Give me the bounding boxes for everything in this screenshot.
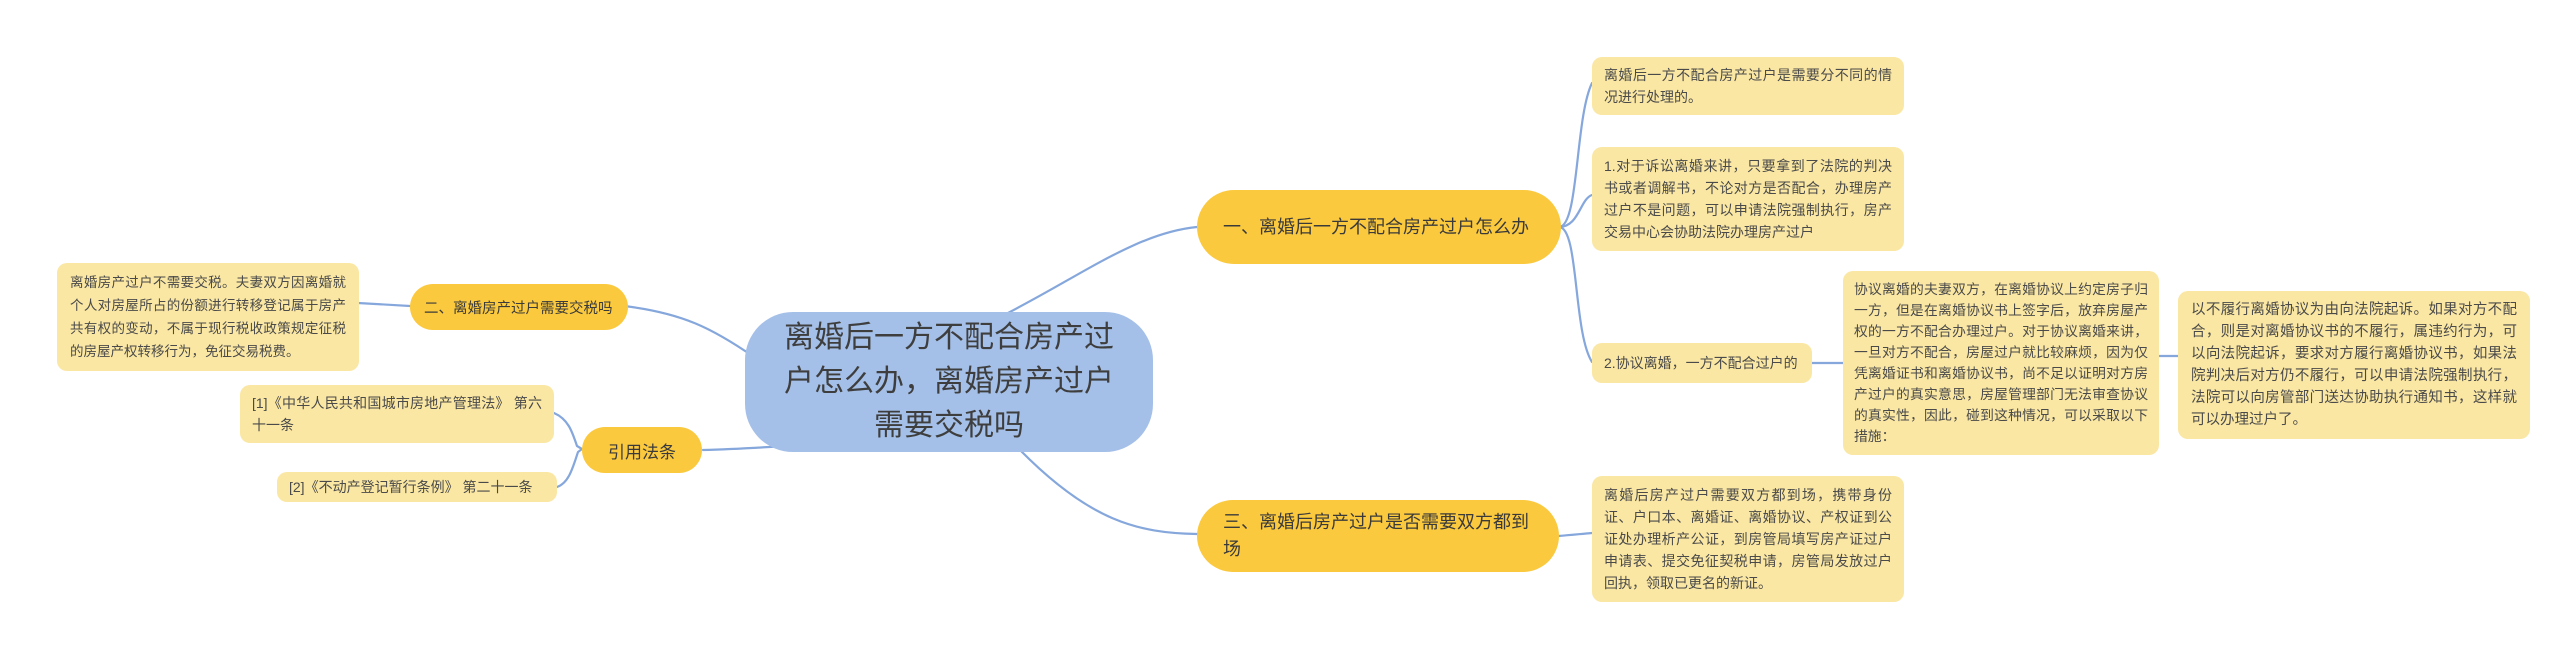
law-item-2[interactable]: [2]《不动产登记暂行条例》 第二十一条 (277, 472, 557, 502)
law-item-1[interactable]: [1]《中华人民共和国城市房地产管理法》 第六十一条 (240, 385, 554, 443)
connector-branch1-to-agreement (1557, 225, 1594, 364)
branch-node-presence[interactable]: 三、离婚后房产过户是否需要双方都到场 (1197, 500, 1559, 572)
branch-node-uncooperative[interactable]: 一、离婚后一方不配合房产过户怎么办 (1197, 190, 1561, 264)
connector-taxbranch-to-central (622, 304, 756, 359)
connector-branch1-to-litigation (1557, 193, 1594, 229)
detail-box-intro[interactable]: 离婚后一方不配合房产过户是需要分不同的情况进行处理的。 (1592, 57, 1904, 115)
connector-central-to-branch1 (998, 225, 1199, 319)
detail-box-agreement-explain[interactable]: 协议离婚的夫妻双方，在离婚协议上约定房子归一方，但是在离婚协议书上签字后，放弃房… (1843, 271, 2159, 455)
branch-node-tax[interactable]: 二、离婚房产过户需要交税吗 (410, 284, 628, 330)
connector-branch1-to-intro (1557, 81, 1594, 229)
detail-box-agreement-case[interactable]: 2.协议离婚，一方不配合过户的 (1592, 343, 1812, 383)
detail-box-litigation[interactable]: 1.对于诉讼离婚来讲，只要拿到了法院的判决书或者调解书，不论对方是否配合，办理房… (1592, 147, 1904, 251)
connector-central-to-branch3 (1018, 448, 1199, 536)
law-reference-node[interactable]: 引用法条 (582, 427, 702, 473)
detail-box-presence[interactable]: 离婚后房产过户需要双方都到场，携带身份证、户口本、离婚证、离婚协议、产权证到公证… (1592, 476, 1904, 602)
connector-branch3-to-presence (1556, 531, 1594, 538)
detail-box-tax[interactable]: 离婚房产过户不需要交税。夫妻双方因离婚就个人对房屋所占的份额进行转移登记属于房产… (57, 263, 359, 371)
central-topic-node[interactable]: 离婚后一方不配合房产过户怎么办，离婚房产过户需要交税吗 (745, 312, 1153, 452)
detail-box-sue-measure[interactable]: 以不履行离婚协议为由向法院起诉。如果对方不配合，则是对离婚协议书的不履行，属违约… (2178, 291, 2530, 439)
connector-law2-to-lawref (555, 447, 584, 489)
connector-taxdetail-to-taxbranch (356, 301, 412, 308)
connector-law1-to-lawref (552, 411, 584, 451)
